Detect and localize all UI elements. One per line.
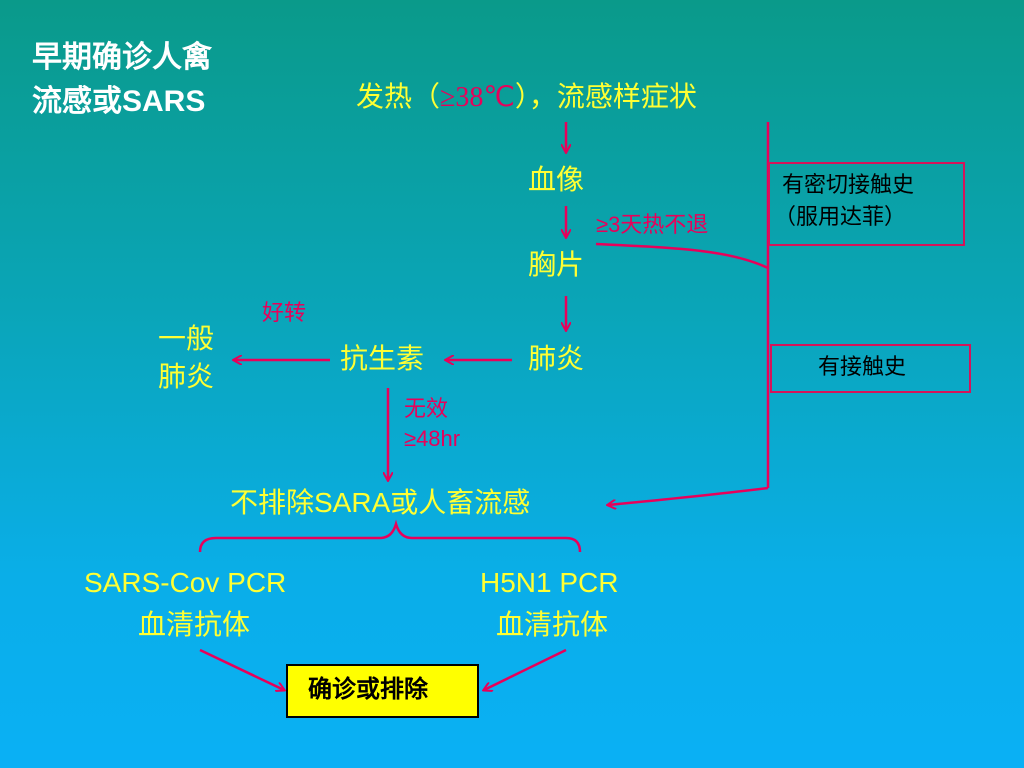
- sars-pcr-line2: 血清抗体: [138, 609, 251, 640]
- blood-node: 血像: [528, 164, 585, 195]
- general-pneumonia-line2: 肺炎: [158, 361, 215, 392]
- page-title-line1: 早期确诊人禽: [32, 41, 212, 74]
- ineffective-label-line1: 无效: [404, 396, 449, 421]
- antibiotic-node: 抗生素: [340, 343, 425, 374]
- close-contact-line2: （服用达菲）: [774, 204, 907, 229]
- contact-label: 有接触史: [818, 354, 907, 379]
- improve-label: 好转: [262, 300, 307, 325]
- close-contact-box: 有密切接触史 （服用达菲）: [768, 162, 965, 246]
- contact-box: 有接触史: [770, 344, 971, 393]
- close-contact-line1: 有密切接触史: [782, 172, 915, 197]
- final-box: 确诊或排除: [286, 664, 479, 718]
- page-title-line2: 流感或SARS: [32, 85, 206, 118]
- curve-line-to-not-excluded: [608, 486, 769, 505]
- general-pneumonia-line1: 一般: [158, 323, 215, 354]
- pneumonia-node: 肺炎: [528, 343, 585, 374]
- final-label: 确诊或排除: [308, 676, 428, 703]
- fever-temperature: ≥38℃: [440, 82, 515, 113]
- not-excluded-node: 不排除SARA或人畜流感: [230, 487, 531, 518]
- h5n1-pcr-line1: H5N1 PCR: [480, 567, 619, 598]
- arrow-sars-to-final: [199, 648, 284, 690]
- fever-suffix: ），流感样症状: [514, 81, 697, 112]
- fever-node: 发热（≥38℃），流感样症状: [356, 80, 697, 115]
- fever-3days-label: ≥3天热不退: [596, 212, 709, 237]
- chest-xray-node: 胸片: [528, 249, 585, 280]
- brace: [198, 519, 582, 553]
- sars-pcr-line1: SARS-Cov PCR: [84, 567, 287, 598]
- curve-fever3days-to-line: [595, 242, 769, 270]
- arrow-h5n1-to-final: [484, 648, 567, 690]
- fever-prefix: 发热（: [356, 81, 441, 112]
- h5n1-pcr-line2: 血清抗体: [496, 609, 609, 640]
- ineffective-label-line2: ≥48hr: [404, 426, 461, 451]
